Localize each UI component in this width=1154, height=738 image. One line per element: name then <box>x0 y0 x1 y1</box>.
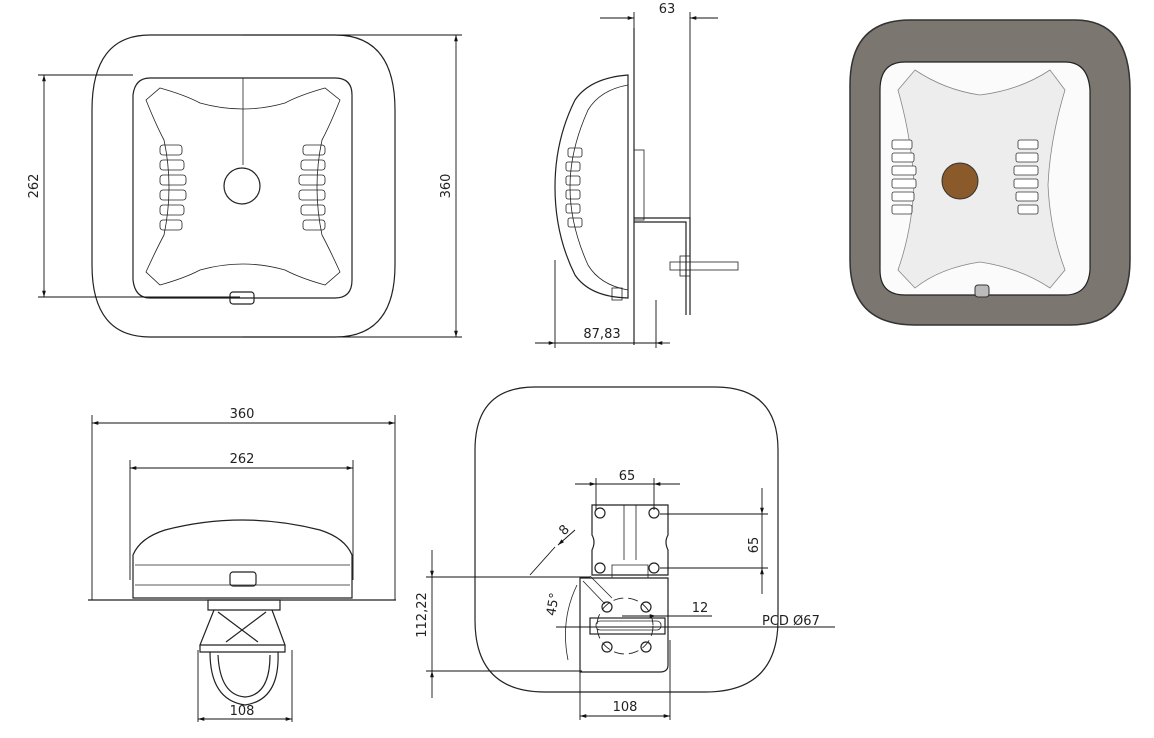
front-cross-shape <box>145 87 341 286</box>
front-view: 262 360 <box>27 34 462 338</box>
rear-view: 65 65 8 45° 12 PCD Ø67 112,22 108 <box>415 386 835 720</box>
side-bracket <box>634 217 691 315</box>
bottom-connector <box>229 571 257 587</box>
front-height-label: 262 <box>27 174 42 199</box>
rear-slot-width-label: 8 <box>556 522 572 538</box>
bottom-body-width-label: 262 <box>230 452 255 467</box>
bottom-clamp-label: 108 <box>230 704 255 719</box>
side-body <box>554 74 629 299</box>
rear-angle-label: 45° <box>544 592 563 617</box>
rear-slot-length-label: 12 <box>692 601 709 616</box>
bottom-outer-width-label: 360 <box>230 407 255 422</box>
side-depth-top-label: 63 <box>659 2 676 17</box>
rendered-vents <box>891 139 1039 215</box>
side-view: 63 87,83 <box>535 2 739 348</box>
front-outer-label: 360 <box>439 174 454 199</box>
bottom-view: 360 262 108 <box>88 407 396 722</box>
bottom-clamp <box>209 651 279 706</box>
side-vents <box>565 147 583 228</box>
rear-pcd-label: PCD Ø67 <box>762 614 820 629</box>
rear-hole-v-label: 65 <box>747 537 762 554</box>
front-left-vents <box>159 144 187 231</box>
front-body <box>132 77 353 299</box>
rear-hole-h-label: 65 <box>619 469 636 484</box>
bottom-bracket <box>199 599 286 653</box>
rendered-led <box>941 162 979 200</box>
rear-outline <box>474 386 779 693</box>
front-connector <box>229 291 255 305</box>
bottom-body <box>132 519 353 599</box>
front-right-vents <box>298 144 326 231</box>
rear-plate-width-label: 108 <box>613 700 638 715</box>
rear-top-plate <box>591 504 669 576</box>
rear-mount-plate <box>579 577 669 673</box>
side-depth-bottom-label: 87,83 <box>583 327 620 342</box>
rendered-view <box>849 19 1131 326</box>
rear-height-label: 112,22 <box>415 592 430 638</box>
front-led <box>223 167 261 205</box>
